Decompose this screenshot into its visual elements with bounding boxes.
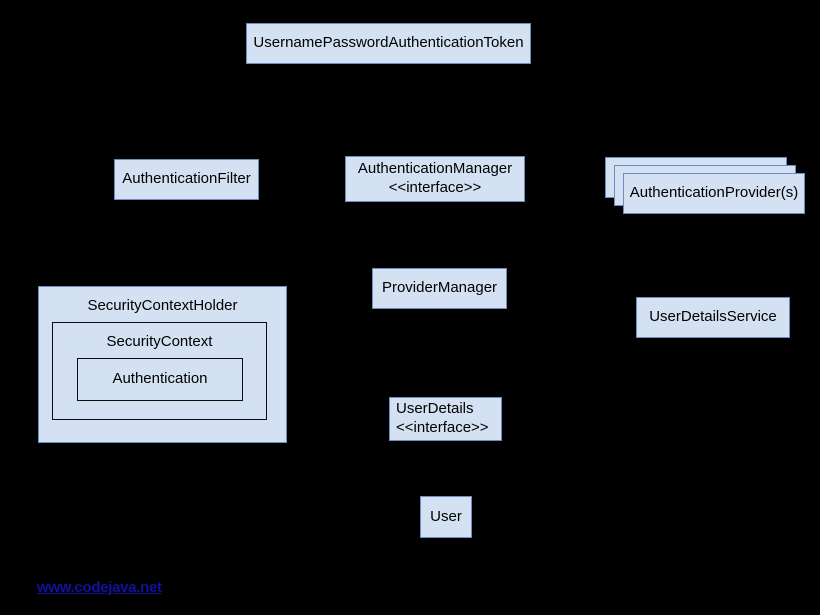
node-authentication-manager[interactable]: AuthenticationManager <<interface>>: [345, 156, 525, 202]
node-security-context-holder[interactable]: SecurityContextHolder SecurityContext Au…: [38, 286, 287, 443]
node-user-details[interactable]: UserDetails <<interface>>: [389, 397, 502, 441]
node-user-details-service[interactable]: UserDetailsService: [636, 297, 790, 338]
node-username-password-authentication-token[interactable]: UsernamePasswordAuthenticationToken: [246, 23, 531, 64]
security-context-holder-label: SecurityContextHolder: [87, 297, 238, 314]
node-security-context[interactable]: SecurityContext Authentication: [52, 322, 267, 420]
node-user[interactable]: User: [420, 496, 472, 538]
node-provider-manager[interactable]: ProviderManager: [372, 268, 507, 309]
node-authentication-providers[interactable]: AuthenticationProvider(s): [623, 173, 805, 214]
footer-watermark-link[interactable]: www.codejava.net: [37, 579, 162, 596]
node-authentication-filter[interactable]: AuthenticationFilter: [114, 159, 259, 200]
node-authentication-providers-stack[interactable]: AuthenticationProvider(s): [605, 157, 805, 214]
security-context-label: SecurityContext: [106, 333, 213, 350]
node-authentication[interactable]: Authentication: [77, 358, 243, 401]
